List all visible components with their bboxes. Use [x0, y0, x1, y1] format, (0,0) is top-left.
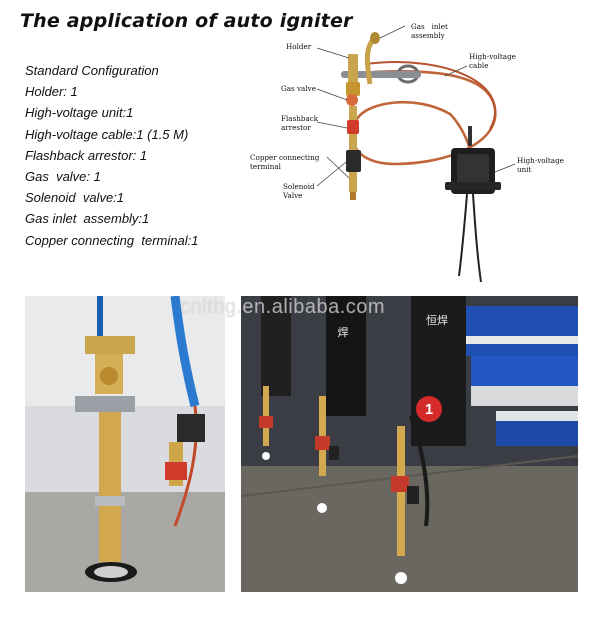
copper-tip: [350, 192, 356, 200]
hv-wire-2: [472, 193, 482, 283]
label-copper-terminal: Copper connecting terminal: [250, 153, 320, 171]
gas-valve-block: [346, 82, 360, 96]
solenoid-valve: [346, 150, 361, 172]
photo-cutting-machine: 1 焊 恒焊: [241, 296, 578, 592]
gas-inlet-nozzle: [370, 32, 380, 44]
igniter-diagram: Gas inlet assembly Holder High-voltage c…: [245, 14, 600, 290]
label-flashback-arrestor: Flashback arrestor: [281, 114, 319, 132]
gas-inlet-tube: [364, 38, 376, 85]
hv-unit-base: [445, 182, 501, 190]
torch-2: [315, 396, 339, 513]
watermark: cnlthg.en.alibaba.com: [180, 296, 386, 318]
cable-line-2: [364, 61, 497, 130]
torch-3: [391, 415, 430, 584]
label-gas-valve: Gas valve: [281, 84, 316, 93]
holder-bar: [341, 71, 421, 78]
config-item: Copper connecting terminal:1: [25, 232, 199, 248]
unit-number: 1: [425, 401, 433, 418]
config-item: Solenoid valve:1: [25, 190, 125, 206]
hv-wire-1: [458, 193, 468, 277]
config-item: High-voltage cable:1 (1.5 M): [25, 126, 189, 142]
config-item: Flashback arrestor: 1: [25, 147, 148, 163]
igniter-illustration: [316, 25, 516, 283]
machine-sign-right: 恒焊: [426, 313, 448, 327]
igniter-body-mid: [349, 106, 357, 122]
torch-1: [259, 386, 273, 460]
config-item: High-voltage unit:1: [25, 105, 134, 121]
config-heading: Standard Configuration: [25, 63, 159, 78]
cable-line: [351, 69, 497, 166]
gas-valve-knob: [346, 94, 358, 106]
label-gas-inlet: Gas inlet assembly: [411, 22, 448, 40]
config-item: Gas valve: 1: [25, 169, 101, 185]
machine-illustration: 1 焊 恒焊: [241, 296, 578, 592]
label-holder: Holder: [286, 42, 312, 51]
label-solenoid-valve: Solenoid Valve: [283, 182, 315, 200]
copper-terminal: [349, 172, 357, 192]
label-high-voltage-cable: High-voltage cable: [469, 52, 516, 70]
igniter-body-top: [348, 54, 358, 84]
config-item: Gas inlet assembly:1: [25, 211, 150, 227]
page-title: The application of auto igniter: [20, 10, 353, 32]
closeup-illustration: [25, 296, 225, 592]
photo-igniter-closeup: [25, 296, 225, 592]
igniter-body-low: [349, 134, 357, 150]
hv-unit-face: [457, 154, 489, 188]
leader-lines: [316, 25, 516, 187]
flashback-arrestor: [347, 120, 359, 134]
configuration-list: Standard Configuration Holder: 1 High-vo…: [25, 60, 260, 251]
config-item: Holder: 1: [25, 84, 78, 100]
label-high-voltage-unit: High-voltage unit: [517, 156, 564, 174]
machine-sign-left: 焊: [338, 325, 349, 339]
